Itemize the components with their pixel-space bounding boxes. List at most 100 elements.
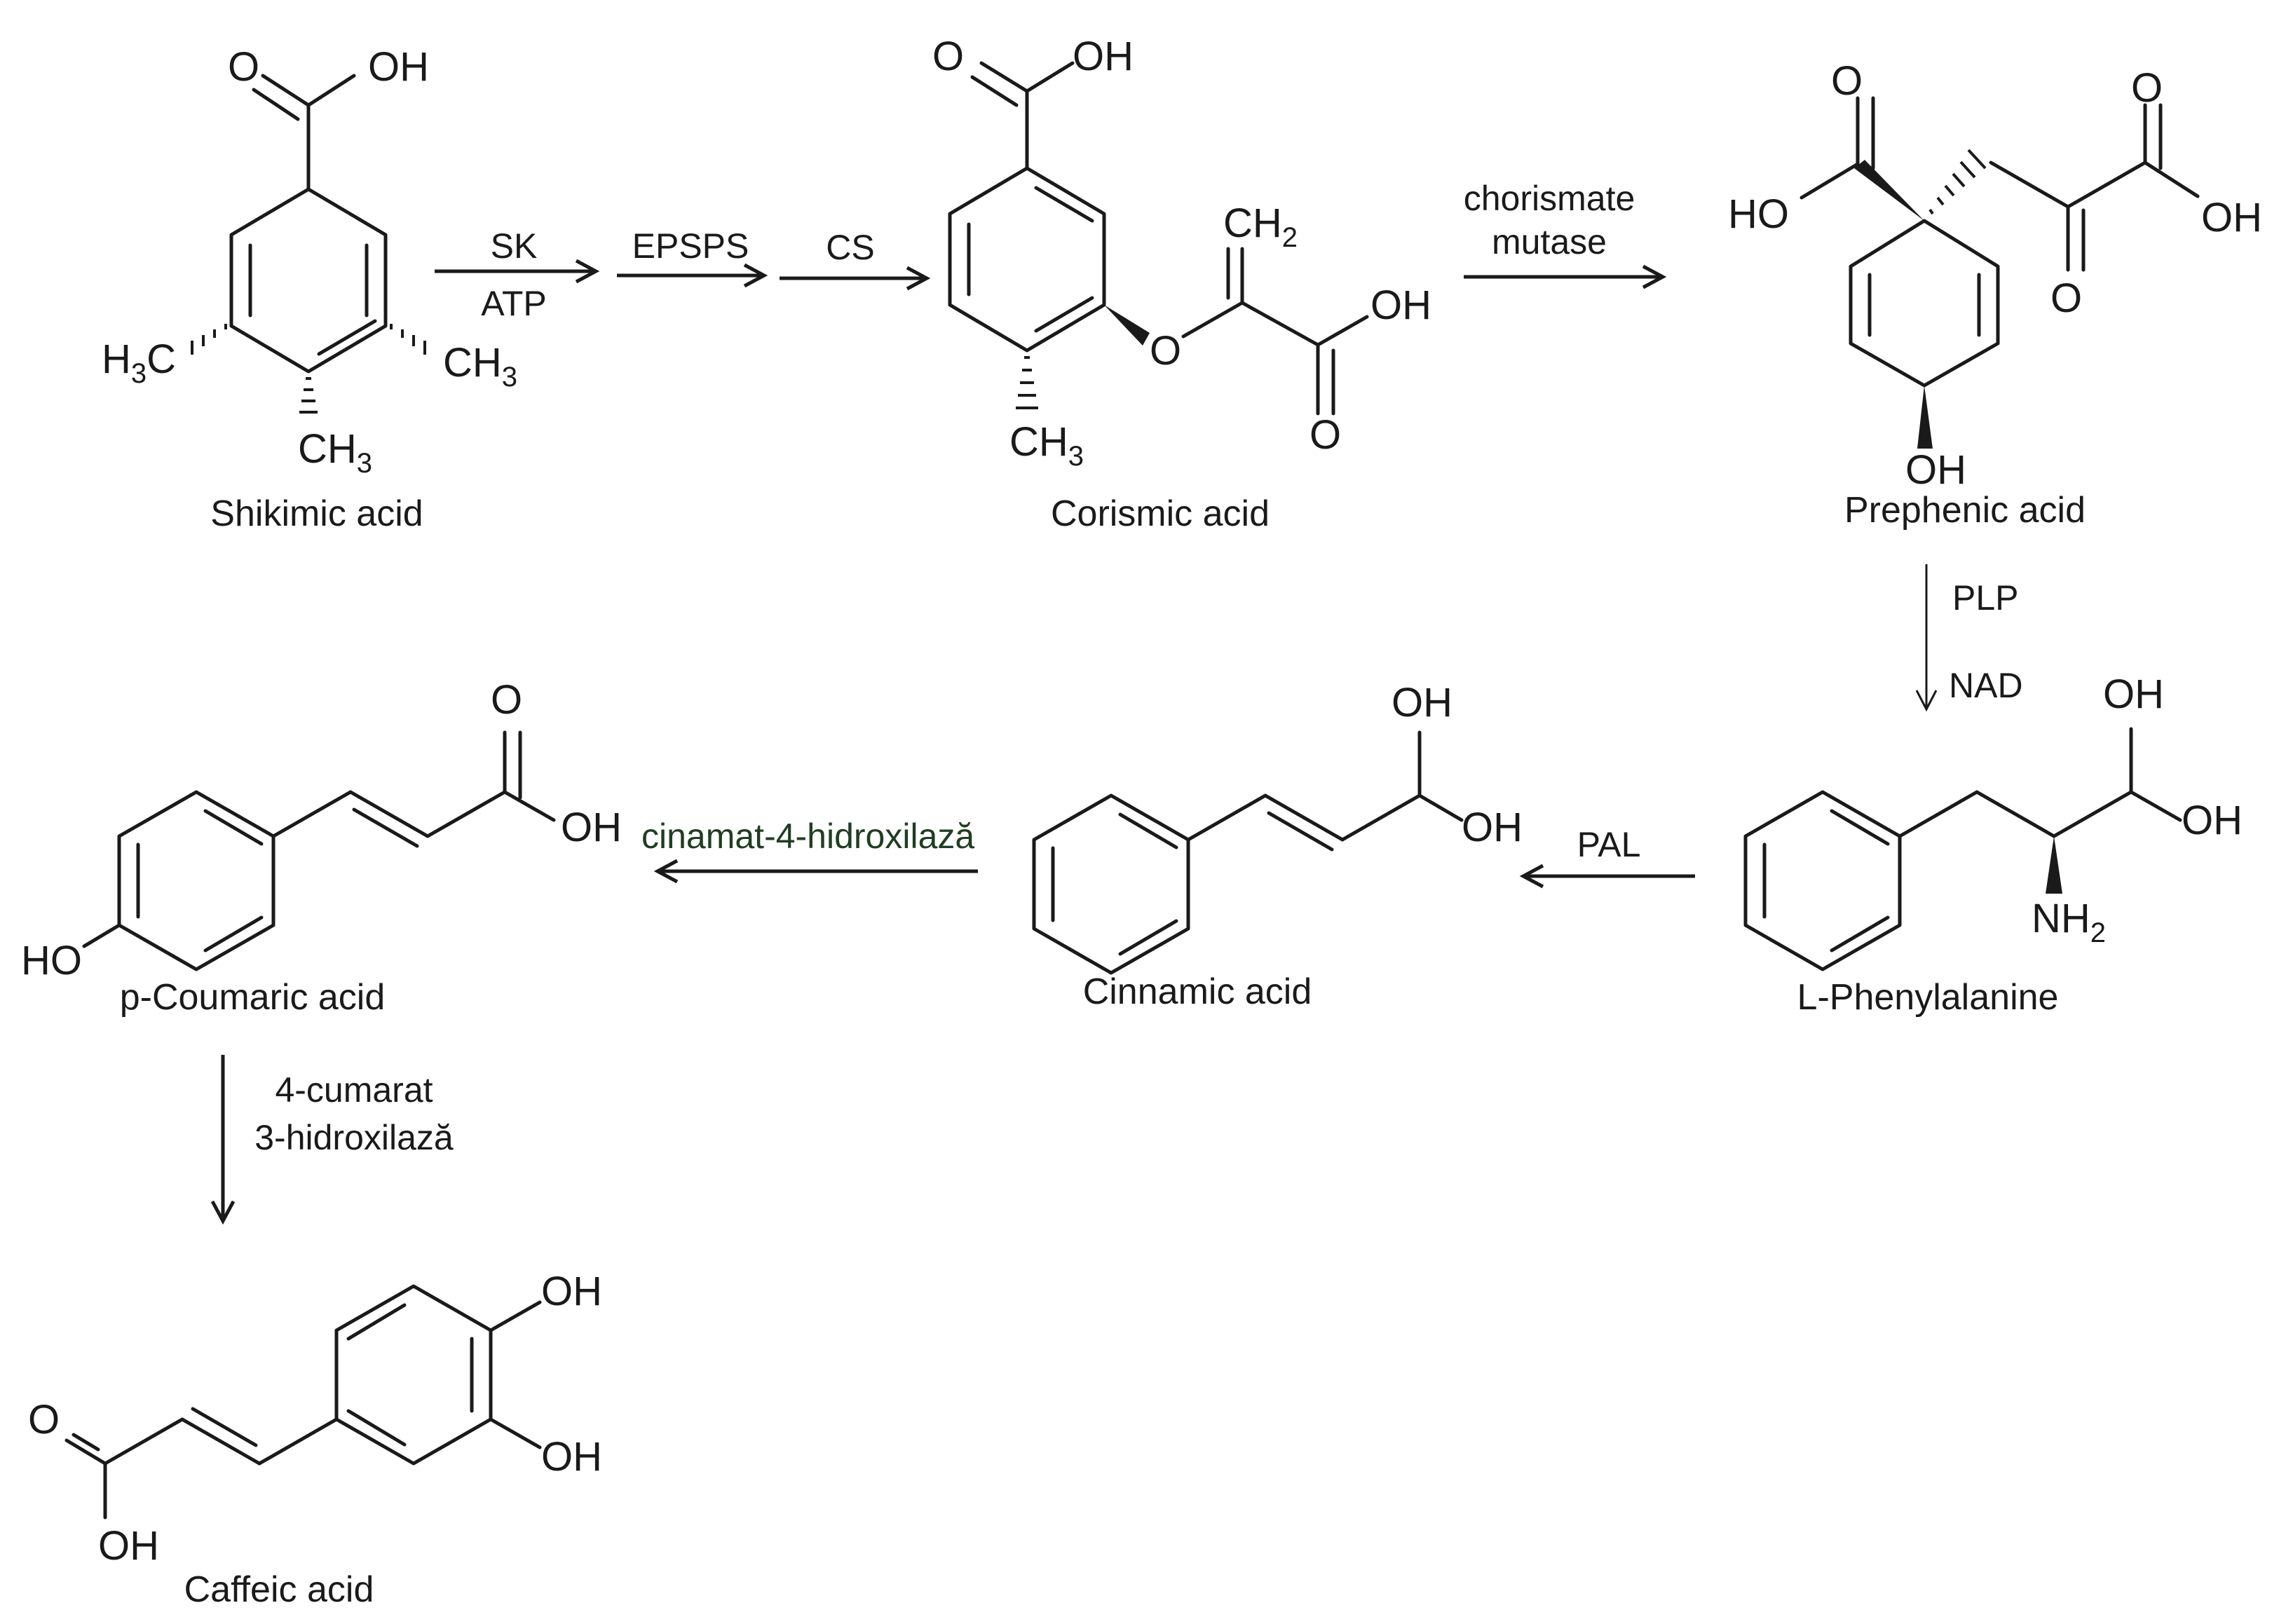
caffeic-hydroxyl-acid: OH (98, 1523, 159, 1569)
shikimic-acid-structure: O OH H3C CH3 CH3 Shikimic acid (102, 44, 517, 534)
corismic-ring (948, 166, 1106, 353)
shikimic-hydroxyl: OH (368, 44, 429, 90)
coumaric-carbonyl-o: O (491, 677, 522, 723)
phenylalanine-amine: NH2 (2032, 896, 2106, 948)
prephenic-hydroxyl-bottom: OH (1905, 447, 1966, 493)
phenylalanine-hydroxyl-right: OH (2182, 798, 2243, 843)
prephenic-hydroxyl-left: HO (1728, 191, 1789, 237)
cofactor-atp-label: ATP (481, 284, 547, 323)
coumaric-coh-bond (503, 790, 556, 822)
cinnamic-inner-bond (1118, 919, 1178, 956)
caffeic-carbonyl-o: O (28, 1397, 60, 1442)
arrow-sk-atp (435, 259, 600, 284)
prephenic-carbonyl-o: O (1831, 58, 1863, 104)
prephenic-coh-bond (1800, 162, 1860, 200)
enzyme-chorismate-label-2: mutase (1492, 222, 1607, 261)
cinnamic-hydroxyl-top: OH (1392, 680, 1453, 725)
shikimic-carbonyl-o: O (228, 44, 259, 90)
prephenic-acid-label: Prephenic acid (1844, 490, 2086, 531)
arrow-cs (780, 266, 931, 291)
phenylalanine-cc-bond (1975, 790, 2056, 838)
caffeic-inner-bond (346, 1409, 407, 1447)
cinnamic-ring (1032, 793, 1190, 975)
shikimic-coh-bond (306, 74, 356, 107)
cinnamic-acid-label: Cinnamic acid (1083, 971, 1312, 1012)
corismic-acid-label: Corismic acid (1051, 493, 1270, 534)
shikimic-co-bond (252, 88, 300, 121)
corismic-hashed-bond (1016, 356, 1038, 409)
corismic-carbonyl-o: O (932, 34, 964, 79)
coumaric-inner-bond (203, 915, 264, 953)
caffeic-vinyl-bond-2 (180, 1417, 261, 1466)
caffeic-co-bond (64, 1438, 107, 1466)
shikimic-acid-label: Shikimic acid (210, 493, 423, 534)
caffeic-oh-bond-top (489, 1300, 542, 1332)
arrow-chorismate-mutase (1464, 264, 1667, 289)
arrow-c3h (210, 1055, 236, 1225)
coumaric-hydroxyl: OH (561, 805, 622, 850)
corismic-coh-bond (1025, 61, 1075, 93)
cinnamic-vinyl-double (1267, 811, 1334, 852)
caffeic-vinyl-double (191, 1407, 258, 1447)
phenylalanine-wedge-bond (2046, 836, 2062, 894)
shikimic-hashed-bond (191, 324, 227, 355)
coumaric-cc-bond (426, 790, 507, 838)
caffeic-cc-bond (103, 1417, 184, 1466)
corismic-hydroxyl: OH (1073, 34, 1134, 79)
prephenic-coh-bond-2 (2143, 161, 2200, 198)
arrow-c4h (653, 859, 978, 884)
caffeic-hydroxyl-top: OH (541, 1269, 602, 1314)
shikimic-ring (229, 187, 388, 374)
prephenic-carbonyl-o-2: O (2131, 65, 2163, 111)
corismic-wedge-bond (1104, 305, 1150, 346)
prephenic-hashed-bond (1928, 149, 1987, 215)
caffeic-co-bond (72, 1433, 100, 1452)
coumaric-vinyl-double (352, 807, 419, 848)
cinnamic-cc-bond (1340, 793, 1422, 842)
corismic-co-bond (979, 61, 1029, 93)
corismic-co-bond (970, 75, 1019, 107)
prephenic-wedge-bond-2 (1917, 385, 1933, 449)
arrow-epsps (617, 263, 768, 288)
corismic-hydroxyl-2: OH (1370, 282, 1431, 328)
prephenic-ring (1849, 219, 2000, 388)
cinnamic-acid-structure: OH OH Cinnamic acid (1032, 680, 1523, 1012)
cinnamic-vinyl-bond-2 (1263, 793, 1345, 842)
corismic-inner-bond (1034, 296, 1094, 333)
phenylalanine-inner-bond (1830, 915, 1890, 953)
corismic-o-c-bond (1181, 301, 1244, 339)
coumaric-vinyl-bond-2 (348, 790, 430, 838)
caffeic-acid-structure: OH OH O OH Caffeic acid (28, 1269, 602, 1610)
cinnamic-hydroxyl-right: OH (1462, 805, 1523, 850)
prephenic-hydroxyl-right: OH (2201, 195, 2262, 240)
shikimic-methyl-right: CH3 (443, 340, 517, 393)
arrow-pal (1519, 864, 1695, 889)
caffeic-acid-label: Caffeic acid (184, 1569, 374, 1610)
enzyme-sk-label: SK (491, 226, 538, 266)
shikimic-methyl-left: H3C (102, 336, 176, 389)
enzyme-c3h-label-2: 3-hidroxilază (254, 1118, 454, 1157)
prephenic-wedge-bond (1854, 160, 1924, 221)
corismic-ether-o: O (1150, 328, 1181, 374)
corismic-inner-bond (1034, 186, 1094, 223)
phenylalanine-ring (1743, 790, 1902, 971)
shikimic-hashed-bond (299, 377, 318, 414)
enzyme-epsps-label: EPSPS (632, 226, 749, 266)
enzyme-chorismate-label-1: chorismate (1464, 179, 1635, 218)
caffeic-hydroxyl-bottom: OH (541, 1434, 602, 1480)
phenylalanine-label: L-Phenylalanine (1797, 977, 2059, 1018)
prephenic-acid-structure: O HO O O OH OH Prephenic acid (1728, 58, 2262, 531)
prephenic-cc-bond (2066, 161, 2147, 209)
caffeic-ring (334, 1284, 493, 1466)
shikimic-inner-bond (317, 319, 377, 356)
phenylalanine-structure: OH OH NH2 L-Phenylalanine (1743, 671, 2243, 1018)
coumaric-ring (117, 790, 275, 971)
prephenic-ketone-o: O (2050, 275, 2082, 321)
corismic-acid-structure: O CH2 OH O CH3 O OH Corismic acid (932, 34, 1431, 534)
corismic-cc-bond (1240, 301, 1320, 347)
arrow-plp-nad (1915, 564, 1938, 712)
phenylalanine-cc-bond-2 (2052, 790, 2133, 838)
cinnamic-vinyl-bond (1186, 793, 1267, 842)
enzyme-c3h-label-1: 4-cumarat (275, 1070, 433, 1110)
